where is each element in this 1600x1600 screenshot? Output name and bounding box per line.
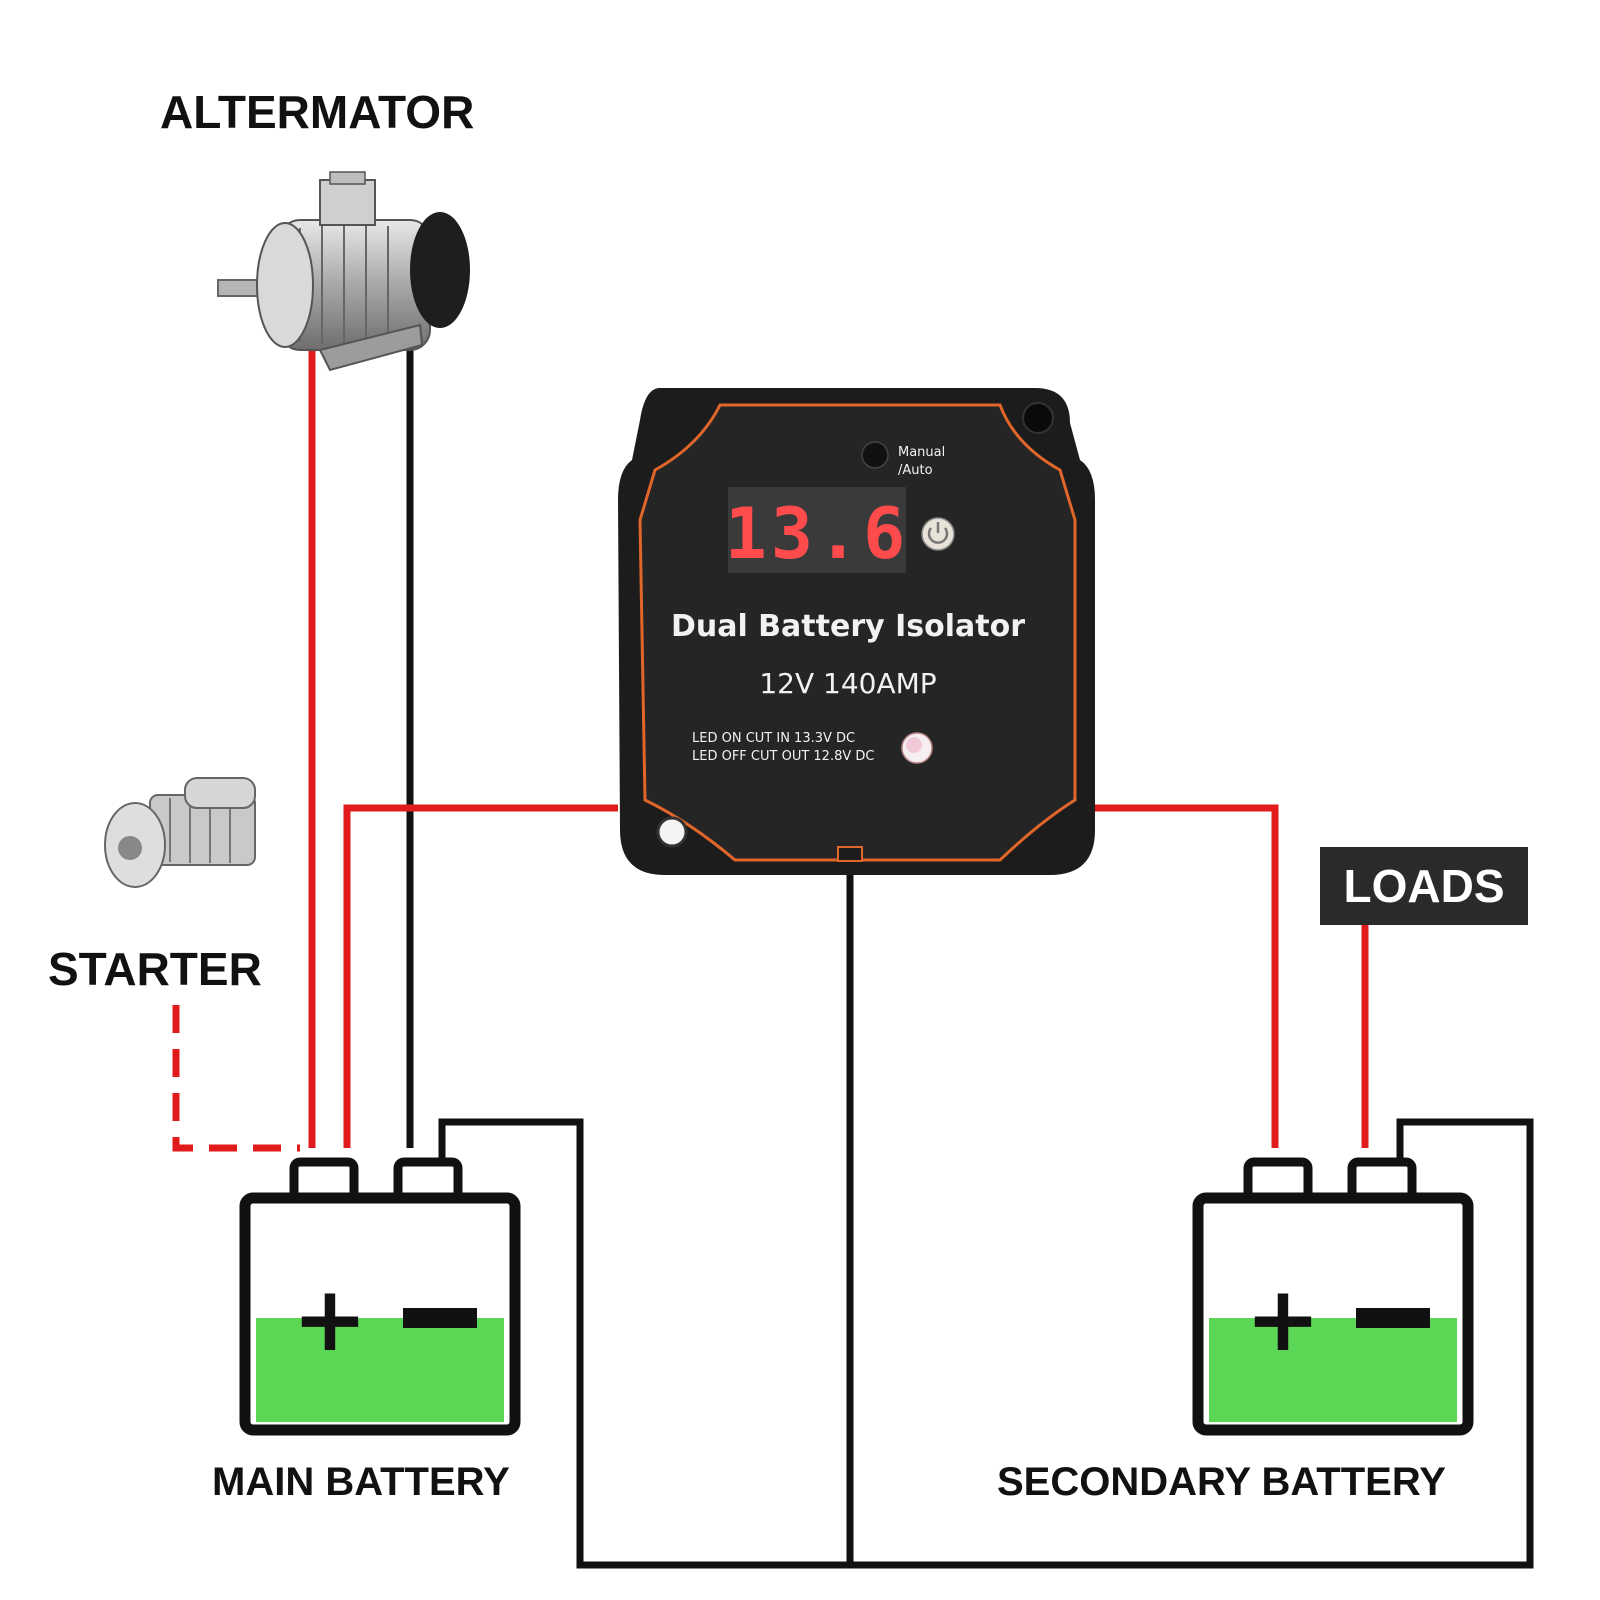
secondary-positive-symbol: + xyxy=(1245,1267,1320,1372)
wires xyxy=(172,345,1534,1569)
secondary-battery: + xyxy=(1192,1157,1474,1436)
auto-label: /Auto xyxy=(898,463,933,478)
voltage-display xyxy=(728,487,906,573)
mount-hole-top-right xyxy=(1022,402,1054,434)
main-ground-return xyxy=(438,1118,1534,1569)
starter-label: STARTER xyxy=(48,943,262,995)
isolator-to-main-wire xyxy=(343,804,618,1148)
starter-motor-icon xyxy=(104,777,256,888)
isolator-title: Dual Battery Isolator xyxy=(671,609,1025,644)
secondary-negative-symbol xyxy=(1356,1308,1430,1328)
power-button-icon[interactable] xyxy=(921,517,955,551)
main-positive-symbol: + xyxy=(292,1267,367,1372)
manual-auto-button[interactable] xyxy=(861,441,889,469)
alternator-label: ALTERMATOR xyxy=(160,86,474,138)
loads-label: LOADS xyxy=(1344,860,1505,912)
led-note-on: LED ON CUT IN 13.3V DC xyxy=(692,731,855,746)
main-battery: + xyxy=(239,1157,521,1436)
isolator-to-secondary-wire xyxy=(1075,804,1279,1148)
mount-hole-bottom-left xyxy=(656,816,688,848)
manual-label: Manual xyxy=(898,445,945,460)
ground-terminal-notch xyxy=(837,846,863,862)
dual-battery-isolator: Manual /Auto 13.6 Dual Battery Isolator … xyxy=(618,388,1095,875)
starter-wire-dashed xyxy=(172,1005,300,1152)
alternator-icon xyxy=(217,171,470,372)
secondary-battery-label: SECONDARY BATTERY xyxy=(997,1460,1446,1504)
voltage-readout: 13.6 xyxy=(725,493,910,575)
led-note-off: LED OFF CUT OUT 12.8V DC xyxy=(692,749,874,764)
loads-box: LOADS xyxy=(1320,847,1528,925)
main-negative-symbol xyxy=(403,1308,477,1328)
led-indicator-glow xyxy=(906,737,922,753)
isolator-rating: 12V 140AMP xyxy=(759,667,936,700)
main-battery-label: MAIN BATTERY xyxy=(212,1460,510,1504)
